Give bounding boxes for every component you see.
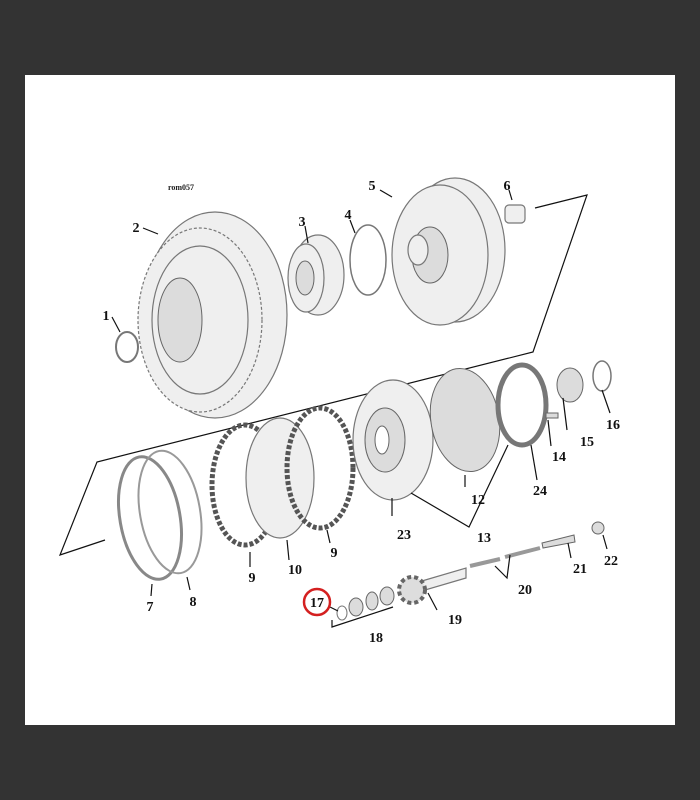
snap-ring-small-part: [336, 605, 348, 621]
bearing-small-part: [365, 591, 379, 611]
adjusting-plate-part: [556, 367, 584, 403]
diagram-panel: [25, 75, 675, 725]
callout-9b: 9: [331, 546, 338, 561]
callout-8: 8: [190, 595, 197, 610]
reference-code: rom057: [168, 183, 194, 192]
nut-part: [504, 204, 526, 224]
highlight-circle: [302, 587, 332, 617]
callout-22: 22: [604, 554, 618, 569]
clutch-shell-part: [137, 211, 288, 419]
callout-20: 20: [518, 583, 532, 598]
callout-10: 10: [288, 563, 302, 578]
leader-lines: [111, 189, 611, 628]
spring-seat-part: [495, 362, 549, 448]
callout-3: 3: [299, 215, 306, 230]
callout-16: 16: [606, 418, 620, 433]
callout-7: 7: [147, 600, 154, 615]
washer-part: [348, 597, 364, 617]
callout-9a: 9: [249, 571, 256, 586]
callout-21: 21: [573, 562, 587, 577]
snap-ring-part: [349, 224, 387, 296]
seat-ring-part: [137, 449, 203, 575]
callout-17[interactable]: 17: [310, 596, 324, 611]
callout-18: 18: [369, 631, 383, 646]
adjusting-screw-part: [541, 534, 576, 549]
callout-19: 19: [448, 613, 462, 628]
callout-6: 6: [504, 179, 511, 194]
washer-part: [379, 586, 395, 606]
retaining-ring-part: [115, 331, 139, 363]
callout-24: 24: [533, 484, 547, 499]
pushrod-part: [469, 557, 501, 568]
jam-nut-part: [591, 521, 605, 535]
callout-13: 13: [477, 531, 491, 546]
callout-15: 15: [580, 435, 594, 450]
callout-4: 4: [345, 208, 352, 223]
pressure-plate-part: [352, 379, 434, 501]
callout-2: 2: [133, 221, 140, 236]
screw-part: [545, 412, 559, 419]
callout-1: 1: [103, 309, 110, 324]
callout-14: 14: [552, 450, 566, 465]
bearing-part: [287, 234, 345, 316]
pushrod-part: [504, 546, 541, 559]
clutch-hub-part: [391, 177, 506, 326]
callout-labels: 1 2 3 4 5 6 7 8 9 10 9 12 13 14 15 16 17…: [103, 179, 621, 646]
callout-12: 12: [471, 493, 485, 508]
friction-plate-part: [284, 405, 356, 531]
steel-plate-part: [245, 417, 315, 539]
ramp-sprocket-part: [397, 575, 427, 605]
spring-ring-part: [117, 455, 183, 581]
callout-5: 5: [369, 179, 376, 194]
callout-23: 23: [397, 528, 411, 543]
